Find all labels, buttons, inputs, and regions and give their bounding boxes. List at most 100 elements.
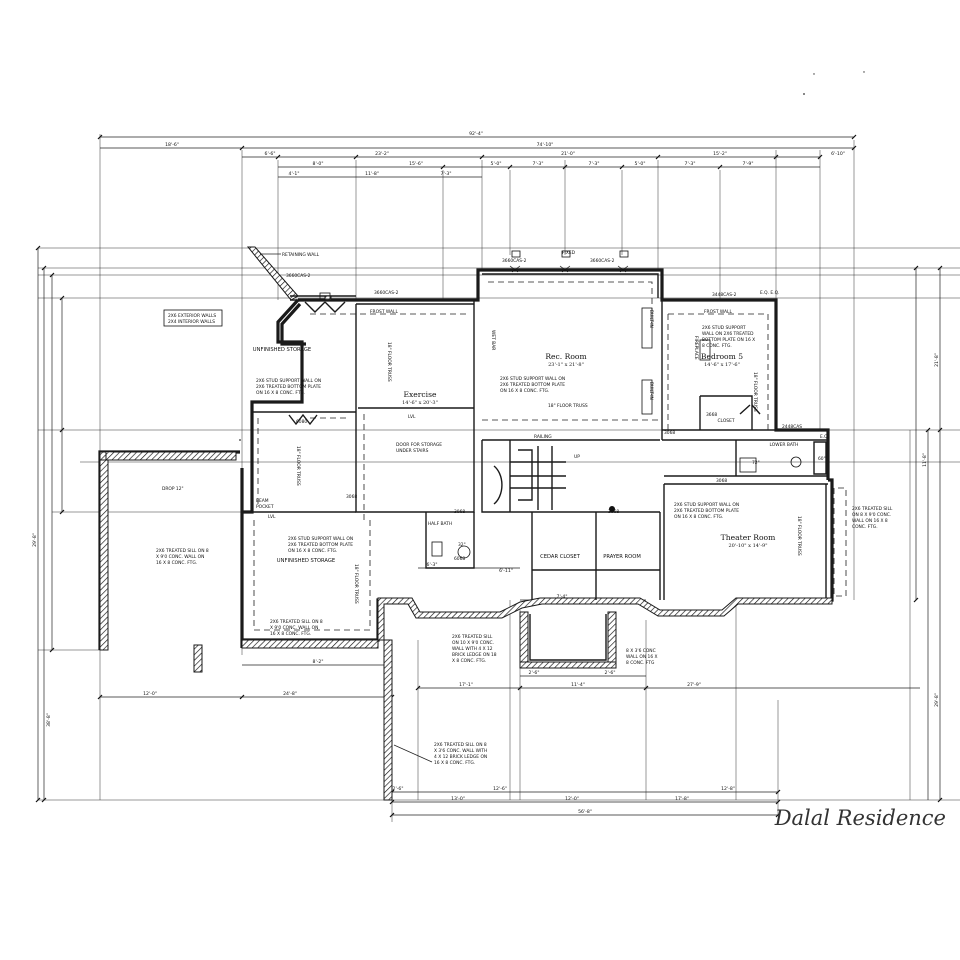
support-wall-unf-1: 2X6 STUD SUPPORT WALL ON <box>256 378 321 384</box>
dim-b16: 6'-11" <box>499 568 513 574</box>
support-wall-rec-2: 2X6 TREATED BOTTOM PLATE <box>500 382 565 388</box>
windows <box>288 250 761 426</box>
dim-b9: 13'-0" <box>451 796 465 802</box>
dim-overall-top: 92'-4" <box>469 131 483 137</box>
support-wall-unf-2: 2X6 TREATED BOTTOM PLATE <box>256 384 321 390</box>
support-wall-ex-1: 2X6 STUD SUPPORT WALL ON <box>288 536 353 542</box>
support-wall-bed-1: 2X6 STUD SUPPORT <box>702 325 746 331</box>
dim-l2: 38'-8" <box>46 713 52 727</box>
sill-bottom-2: X 3'6 CONC. WALL WITH <box>434 748 487 754</box>
dim-r1: 21'-8" <box>934 353 940 367</box>
exercise-size: 14'-6" x 20'-3" <box>402 400 438 406</box>
dim-b2: 24'-8" <box>283 691 297 697</box>
toilet-icon <box>457 545 471 559</box>
dim-b8: 8'-2" <box>313 659 324 665</box>
rec-room-size: 23'-1" x 21'-8" <box>548 362 584 368</box>
theater-name: Theater Room <box>721 533 776 542</box>
dim-d8: 15'-6" <box>409 161 423 167</box>
window-right2: 2448CAS <box>782 424 802 430</box>
sill-bottom-4: 16 X 8 CONC. FTG. <box>434 760 475 766</box>
door-storage-2: UNDER STAIRS <box>396 448 429 454</box>
retaining-wall-note: RETAINING WALL <box>282 252 320 258</box>
dim-d9: 5'-0" <box>491 161 502 167</box>
legend-interior: 2X4 INTERIOR WALLS <box>168 319 215 325</box>
window-top-mid2: 3660CAS-2 <box>590 258 615 264</box>
sill-right-1: 2X6 TREATED SILL <box>852 506 893 512</box>
window-top-left: 3660CAS-2 <box>374 290 399 296</box>
drop-note: DROP 12" <box>162 486 184 492</box>
dim-d4: 21'-0" <box>561 151 575 157</box>
dim-d12: 5'-0" <box>635 161 646 167</box>
tub-note: 32" <box>458 542 466 548</box>
dim-b10: 12'-0" <box>565 796 579 802</box>
dim-d5: 15'-2" <box>713 151 727 157</box>
sill-center-4: BRICK LEDGE ON 18 <box>452 652 497 658</box>
fixtures <box>431 307 802 559</box>
conc-wall-1: 8 X 3'6 CONC <box>626 648 656 654</box>
support-wall-bed-4: 8 CONC. FTG. <box>702 343 732 349</box>
bedroom5-size: 14'-6" x 17'-6" <box>704 362 740 368</box>
prayer-room: PRAYER ROOM <box>603 554 641 560</box>
lvl-top: LVL <box>408 414 416 420</box>
lower-bath: LOWER BATH <box>770 442 799 448</box>
dim-b1: 12'-0" <box>143 691 157 697</box>
dim-r2: 11'-8" <box>922 453 928 467</box>
door-3068a: 3068 <box>346 494 357 500</box>
left-sill-hatch <box>99 451 109 651</box>
sill-center-3: WALL WITH 4 X 12 <box>452 646 493 652</box>
support-wall-theater-3: ON 16 X 8 CONC. FTG. <box>674 514 723 520</box>
floor-truss-ex: 18" FLOOR TRUSS <box>386 342 392 382</box>
exterior-walls <box>98 246 834 801</box>
fireplace-icon <box>699 339 711 361</box>
support-wall-ex-3: ON 16 X 8 CONC. FTG. <box>288 548 337 554</box>
support-wall-unf-3: ON 16 X 8 CONC. FTG. <box>256 390 305 396</box>
dim-d17: 7'-3" <box>441 171 452 177</box>
dim-b11: 17'-8" <box>675 796 689 802</box>
dim-d6: 6'-10" <box>831 151 845 157</box>
bottom-left-hatch <box>383 639 393 801</box>
eq-note: E.Q. <box>820 434 829 440</box>
built-in-icon-2 <box>641 379 653 415</box>
legend: 2X6 EXTERIOR WALLS 2X4 INTERIOR WALLS <box>163 309 223 327</box>
room-labels: Rec. Room 23'-1" x 21'-8" Exercise 14'-6… <box>253 347 799 564</box>
sill-right-4: CONC. FTG. <box>852 524 878 530</box>
cedar-closet: CEDAR CLOSET <box>540 554 581 560</box>
support-wall-theater-2: 2X6 TREATED BOTTOM PLATE <box>674 508 739 514</box>
dim-b7: 2'-6" <box>605 670 616 676</box>
half-bath: HALF BATH <box>428 521 452 527</box>
unfinished-storage-top: UNFINISHED STORAGE <box>253 347 311 353</box>
floor-truss-bed: 18" FLOOR TRUSS <box>752 372 758 412</box>
dim-d7: 8'-0" <box>313 161 324 167</box>
dim-d2: 6'-6" <box>265 151 276 157</box>
tub2-note: 72" <box>752 460 760 466</box>
door-3068b: 3068 <box>454 509 465 515</box>
floor-truss-rec: 18" FLOOR TRUSS <box>548 403 588 409</box>
dim-d13: 7'-3" <box>685 161 696 167</box>
beam-pocket-2: POCKET <box>256 504 274 510</box>
dimension-extension-lines <box>38 134 960 822</box>
sink-icon <box>431 541 443 557</box>
built-in-top: BUILT-IN <box>648 310 654 328</box>
legend-exterior: 2X6 EXTERIOR WALLS <box>168 313 216 319</box>
dim-bottom-total: 56'-8" <box>578 809 592 815</box>
fixed-note: FIXED <box>562 250 576 256</box>
sill-storage-1: 2X6 TREATED SILL ON 8 <box>270 619 323 625</box>
sill-bottom-1: 2X6 TREATED SILL ON 8 <box>434 742 487 748</box>
door-3068d: 3068 <box>664 430 675 436</box>
door-3068c: 3068 <box>608 509 619 515</box>
dim-b12: 2'-6" <box>393 786 404 792</box>
window-right: 3448CAS-2 <box>712 292 737 298</box>
dim-b4: 11'-4" <box>571 682 585 688</box>
built-in-icon <box>641 307 653 349</box>
drawing-title: Dalal Residence <box>774 806 946 830</box>
interior-walls <box>252 281 847 631</box>
sill-right-2: ON 8 X 9'0 CONC. <box>852 512 891 518</box>
window-left: 3660CAS-2 <box>286 273 311 279</box>
column-icon <box>609 506 615 512</box>
porch-foundation-hatch <box>377 597 833 641</box>
top-dimensions: 92'-4" 18'-6" 74'-10" 6'-6" 23'-2" 21'-0… <box>97 131 857 178</box>
support-wall-bed-2: WALL ON 2X6 TREATED <box>702 331 754 337</box>
eq2-note: E.Q. E.Q. <box>760 290 779 296</box>
bottom-dimensions: 12'-0" 24'-8" 8'-2" 17'-1" 11'-4" 27'-9"… <box>97 562 920 818</box>
conc-wall-3: 8 CONC. FTG <box>626 660 655 666</box>
